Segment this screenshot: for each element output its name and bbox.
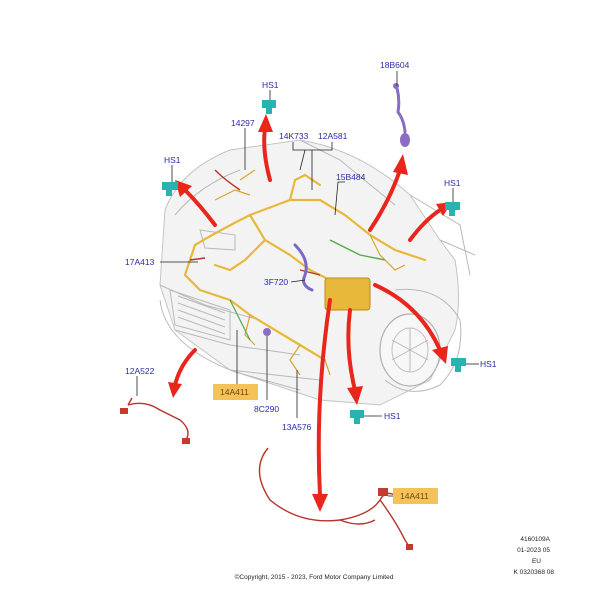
label-18b604: 18B604 (380, 60, 410, 70)
component-14a411 (258, 447, 413, 550)
label-hs1-bottom: HS1 (384, 411, 401, 421)
label-14a411-left: 14A411 (220, 387, 249, 397)
label-hs1-right-top: HS1 (444, 178, 461, 188)
component-12a522 (120, 397, 190, 444)
hs1-bottom-connector (350, 410, 364, 424)
front-wheel (379, 313, 441, 387)
label-12a522: 12A522 (125, 366, 155, 376)
label-14297: 14297 (231, 118, 255, 128)
vehicle-outline (159, 139, 476, 406)
label-14a411-right: 14A411 (400, 491, 429, 501)
hs1-right-connector (451, 358, 466, 372)
ref-date: 01-2023 05 (517, 547, 550, 554)
callout-arrows (168, 114, 452, 512)
label-hs1-right: HS1 (480, 359, 497, 369)
hs1-left-connector (162, 182, 178, 196)
label-12a581: 12A581 (318, 131, 348, 141)
label-3f720: 3F720 (264, 277, 288, 287)
leader-lines (136, 71, 479, 497)
ref-diagram-id: 4160109A (520, 536, 550, 543)
highlight-14a411-left (213, 384, 258, 400)
ref-region: EU (532, 558, 541, 565)
highlight-14a411-right (393, 488, 438, 504)
label-hs1-top: HS1 (262, 80, 279, 90)
copyright-notice: ©Copyright, 2015 - 2023, Ford Motor Comp… (235, 573, 394, 581)
label-8c290: 8C290 (254, 404, 279, 414)
hs1-right-top-connector (445, 202, 460, 216)
label-14k733: 14K733 (279, 131, 309, 141)
label-15b484: 15B484 (336, 172, 366, 182)
label-hs1-left: HS1 (164, 155, 181, 165)
ref-code: K 0320368 08 (514, 569, 555, 576)
battery (324, 277, 371, 311)
label-13a576: 13A576 (282, 422, 312, 432)
component-18b604 (393, 83, 410, 147)
label-17a413: 17A413 (125, 257, 155, 267)
hs1-top-connector (262, 100, 276, 114)
